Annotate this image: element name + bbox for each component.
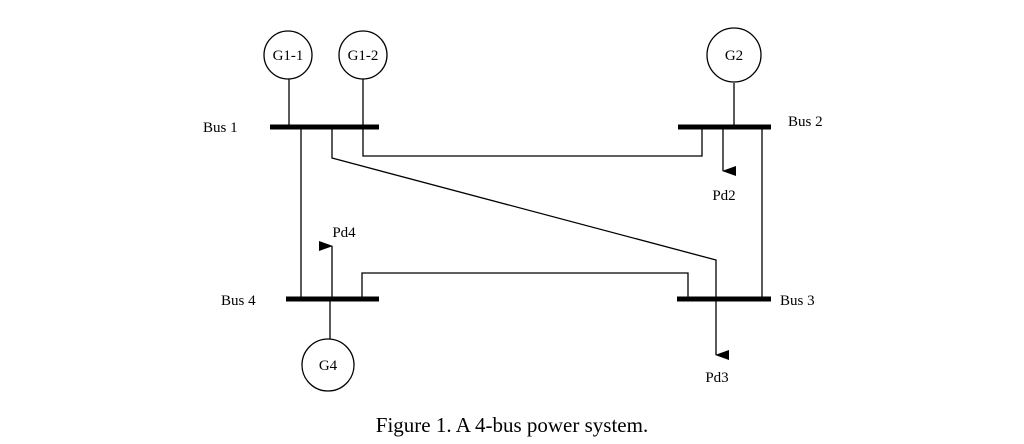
g2-label: G2	[725, 48, 743, 64]
g1-1-generator-icon	[263, 30, 313, 80]
g1-2-label: G1-2	[348, 48, 379, 64]
g1-1-label: G1-1	[273, 48, 304, 64]
bus4-label: Bus 4	[221, 293, 256, 309]
g4-generator-icon	[301, 338, 355, 392]
line-bus1-bus3	[331, 127, 717, 299]
bus2-label: Bus 2	[788, 114, 823, 130]
g4-label: G4	[319, 358, 338, 374]
pd3-label: Pd3	[705, 370, 728, 386]
line-bus4-bus3	[361, 272, 689, 299]
pd2-label: Pd2	[712, 188, 735, 204]
line-bus1-bus2	[362, 127, 703, 157]
bus1-label: Bus 1	[203, 120, 238, 136]
pd4-label: Pd4	[332, 225, 356, 241]
figure-caption: Figure 1. A 4-bus power system.	[376, 413, 648, 437]
bus3-label: Bus 3	[780, 293, 815, 309]
g1-2-generator-icon	[338, 30, 388, 80]
g2-generator-icon	[706, 27, 762, 83]
